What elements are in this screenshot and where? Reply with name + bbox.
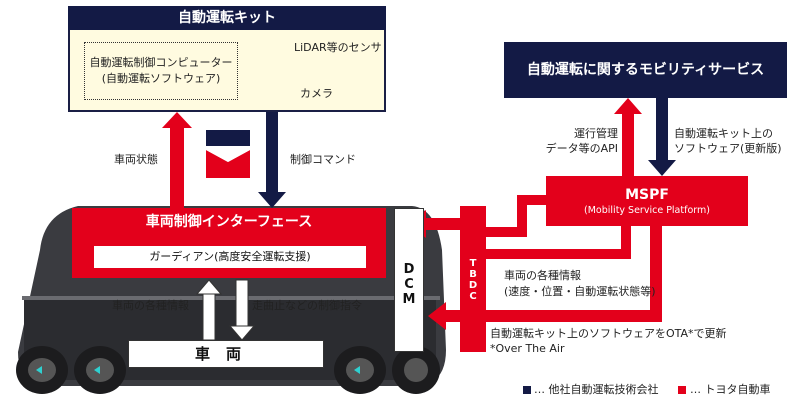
camera-label: カメラ	[300, 87, 333, 100]
tbdc-bar	[460, 206, 486, 352]
lidar-label: LiDAR等のセンサ	[294, 41, 382, 54]
legend-red-swatch	[678, 386, 686, 394]
mspf-subtitle: (Mobility Service Platform)	[584, 204, 710, 216]
mspf-to-tbdc-line	[486, 226, 631, 259]
dcm-label-text: DCM	[401, 262, 417, 307]
wheel-group	[16, 346, 440, 394]
mobility-service-box: 自動運転に関するモビリティサービス	[504, 42, 787, 98]
vehicle-state-arrow	[170, 126, 184, 208]
api-arrow	[622, 112, 634, 176]
kit-software-label-2: ソフトウェア(更新版)	[674, 142, 782, 155]
tbdc-label: TBDC	[462, 258, 484, 305]
tbdc-label-text: TBDC	[467, 258, 479, 302]
ota-arrow	[444, 310, 658, 322]
control-command-arrow	[266, 112, 278, 194]
ota-footnote: *Over The Air	[490, 342, 565, 355]
connector-navy	[206, 130, 250, 146]
legend-navy-swatch	[523, 386, 531, 394]
autonomous-kit-title: 自動運転キット	[68, 6, 386, 30]
connector-red	[206, 150, 250, 178]
vehicle-stripe	[22, 296, 440, 300]
kit-software-label-1: 自動運転キット上の	[674, 127, 773, 140]
vehicle-label-box: 車両	[128, 340, 324, 368]
legend-other-company: … 他社自動運転技術会社	[534, 383, 659, 396]
control-computer-box: 自動運転制御コンピューター (自動運転ソフトウェア)	[84, 42, 238, 100]
legend-toyota: … トヨタ自動車	[690, 383, 771, 396]
vehicle-state-label: 車両状態	[114, 153, 158, 166]
mspf-box: MSPF (Mobility Service Platform)	[546, 176, 748, 226]
ota-label: 自動運転キット上のソフトウェアをOTA*で更新	[490, 327, 727, 340]
control-computer-label: 自動運転制御コンピューター	[89, 56, 233, 69]
control-computer-sublabel: (自動運転ソフトウェア)	[101, 72, 221, 85]
control-directive-arrow	[235, 279, 249, 329]
ops-mgmt-label-1: 運行管理	[574, 127, 618, 140]
dcm-box	[394, 208, 424, 352]
software-update-arrow	[656, 98, 668, 162]
ops-mgmt-label-2: データ等のAPI	[545, 142, 618, 155]
vehicle-info-label: 車両の各種情報	[112, 299, 189, 312]
control-directive-label: 走曲止などの制御指令	[252, 299, 362, 312]
guardian-label: ガーディアン(高度安全運転支援)	[94, 246, 366, 268]
mspf-title: MSPF	[625, 186, 669, 203]
info-label-2: (速度・位置・自動運転状態等)	[504, 285, 656, 298]
vehicle-control-interface-title: 車両制御インターフェース	[145, 214, 313, 230]
dcm-label: DCM	[394, 262, 424, 311]
info-label-1: 車両の各種情報	[504, 269, 581, 282]
vehicle-info-arrow	[202, 291, 216, 341]
control-command-label: 制御コマンド	[290, 153, 356, 166]
